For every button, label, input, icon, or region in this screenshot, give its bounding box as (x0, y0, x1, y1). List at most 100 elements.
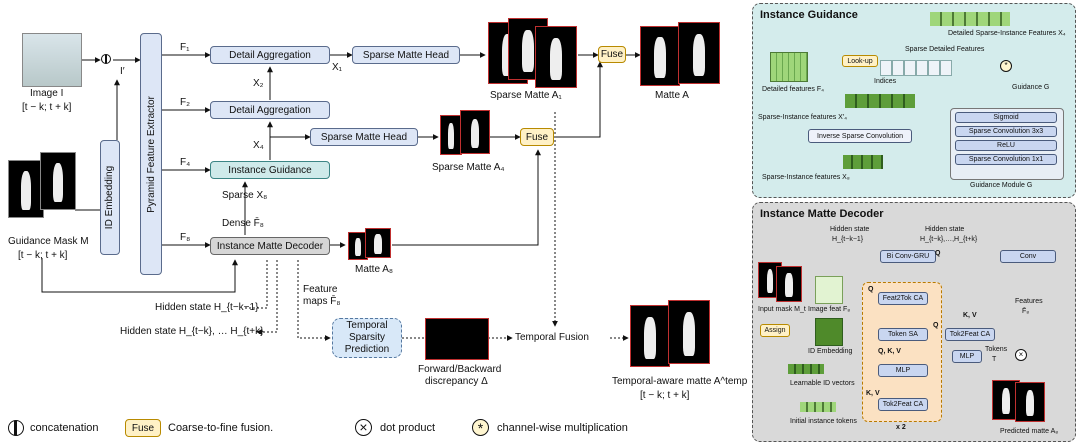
sparse-matte-head-2: Sparse Matte Head (310, 128, 418, 146)
guidance-g-label: Guidance G (1012, 84, 1050, 91)
learnable-id-bars (788, 364, 824, 374)
image-feat-cube (815, 276, 843, 304)
mlp-box-2: MLP (952, 350, 982, 363)
tok2feat-ca-outer-label: Tok2Feat CA (949, 331, 991, 338)
instance-matte-decoder-box: Instance Matte Decoder (210, 237, 330, 255)
sigmoid-label: Sigmoid (993, 114, 1019, 121)
i-prime-label: I′ (120, 66, 125, 77)
f2-label: F₂ (180, 97, 190, 108)
sparse-detailed-features-label: Sparse Detailed Features (905, 46, 985, 53)
sparse-instance-x8-bars (843, 155, 883, 169)
guidance-mask-label: Guidance Mask M (8, 236, 89, 247)
x1-label: X₁ (332, 62, 343, 73)
x2-label: X₂ (253, 78, 264, 89)
pyramid-extractor-label: Pyramid Feature Extractor (145, 95, 157, 213)
dense-f8-label: Dense F̄₈ (222, 218, 264, 229)
fuse-box-1: Fuse (598, 46, 626, 63)
guidance-mask-thumbnail-2 (40, 152, 76, 210)
input-mask-img-2 (776, 266, 802, 302)
matte-a-img-1 (640, 26, 680, 86)
legend-concatenation: concatenation (30, 422, 99, 434)
tok2feat-ca-outer-box: Tok2Feat CA (945, 328, 995, 341)
temporal-matte-range: [t − k; t + k] (640, 390, 690, 401)
tok2feat-ca-inner-label: Tok2Feat CA (882, 401, 924, 408)
sparse-instance-x8-label: Sparse-Instance features X₈ (762, 174, 850, 181)
temporal-matte-img-1 (630, 305, 670, 367)
legend-channel-mult: channel-wise multiplication (497, 422, 628, 434)
qkv-label: Q, K, V (878, 348, 901, 355)
inverse-sparse-conv-label: Inverse Sparse Convolution (817, 132, 903, 140)
assign-label: Assign (764, 327, 786, 334)
temporal-fusion-label: Temporal Fusion (515, 332, 589, 343)
matte-a-label: Matte A (655, 90, 689, 101)
guidance-module-label: Guidance Module G (970, 182, 1033, 189)
sparse-conv-3-box: Sparse Convolution 3x3 (955, 126, 1057, 137)
input-image-thumbnail (22, 33, 82, 87)
relu-box: ReLU (955, 140, 1057, 151)
dot-product-icon: × (355, 419, 372, 436)
temporal-matte-img-2 (668, 300, 710, 364)
sigmoid-box: Sigmoid (955, 112, 1057, 123)
indices-label: Indices (874, 78, 897, 85)
feat2tok-ca-label: Feat2Tok CA (882, 295, 924, 302)
mlp-2-label: MLP (959, 353, 975, 360)
image-feat-label: Image feat F₈ (808, 306, 851, 313)
f4-label: F₄ (180, 157, 191, 168)
detailed-sparse-bars (930, 12, 1010, 26)
fb-discrepancy-label-1: Forward/Backward (418, 364, 502, 375)
legend-fuse-desc: Coarse-to-fine fusion. (168, 422, 274, 434)
legend-fuse-chip: Fuse (125, 419, 161, 437)
x2-loop-label: x 2 (896, 424, 906, 431)
f1-label: F₁ (180, 42, 190, 53)
feature-maps-label-1: Feature (303, 284, 338, 295)
x4-label: X₄ (253, 140, 264, 151)
sparse-conv-3-label: Sparse Convolution 3x3 (968, 128, 1044, 135)
temporal-matte-label: Temporal-aware matte A^temp (612, 376, 748, 387)
learnable-id-label: Learnable ID vectors (790, 380, 855, 387)
inverse-sparse-conv-box: Inverse Sparse Convolution (808, 129, 912, 143)
f8-label: F₈ (180, 232, 191, 243)
sparse-matte-a4-img-1 (440, 115, 462, 155)
id-embedding-label: ID Embedding (104, 165, 116, 230)
id-embedding-box: ID Embedding (100, 140, 120, 255)
sparse-instance-x4-label: Sparse-Instance features X′₄ (758, 114, 847, 121)
concat-icon (101, 54, 111, 64)
instance-guidance-box: Instance Guidance (210, 161, 330, 179)
fuse-box-2: Fuse (520, 128, 554, 146)
fb-discrepancy-label-2: discrepancy Δ (425, 376, 488, 387)
sparse-detailed-bars (880, 60, 952, 76)
sparse-matte-a1-label: Sparse Matte A₁ (490, 90, 562, 101)
hidden-state-a-2: H_{t−k−1} (832, 236, 864, 243)
bi-conv-gru-box: Bi Conv-GRU (880, 250, 936, 263)
guidance-mask-thumbnail (8, 160, 44, 218)
detail-aggregation-1: Detail Aggregation (210, 46, 330, 64)
conv-label: Conv (1019, 253, 1037, 260)
hidden-state-b-1: Hidden state (925, 226, 965, 233)
detail-aggregation-2: Detail Aggregation (210, 101, 330, 119)
temporal-sparsity-label: Temporal Sparsity Prediction (344, 320, 390, 355)
predicted-matte-label: Predicted matte A₈ (1000, 428, 1059, 435)
sparse-conv-1-label: Sparse Convolution 1x1 (968, 156, 1044, 163)
detailed-sparse-instance-label: Detailed Sparse-Instance Features X₄ (948, 30, 1066, 37)
hidden-state-b-2: H_{t−k},…,H_{t+k} (920, 236, 978, 243)
conv-box: Conv (1000, 250, 1056, 263)
instance-guidance-title: Instance Guidance (760, 9, 858, 21)
detailed-features-grid (770, 52, 808, 82)
input-image-range: [t − k; t + k] (22, 102, 72, 113)
q1-label: Q (868, 286, 874, 293)
guidance-mask-range: [t − k; t + k] (18, 250, 68, 261)
channel-mult-icon: * (472, 419, 489, 436)
matte-a-img-2 (678, 22, 720, 84)
mlp-1-label: MLP (895, 367, 911, 374)
initial-tokens-label: Initial instance tokens (790, 418, 857, 425)
pyramid-feature-extractor-box: Pyramid Feature Extractor (140, 33, 162, 275)
legend-dot-product: dot product (380, 422, 436, 434)
bi-conv-gru-label: Bi Conv-GRU (886, 253, 930, 260)
sparse-conv-1-box: Sparse Convolution 1x1 (955, 154, 1057, 165)
decoder-features-label-2: F̄₈ (1022, 308, 1030, 315)
sparse-matte-a4-img-2 (460, 110, 490, 154)
assign-box: Assign (760, 324, 790, 337)
token-sa-label: Token SA (888, 331, 918, 338)
sparse-x8-label: Sparse X₈ (222, 190, 268, 201)
